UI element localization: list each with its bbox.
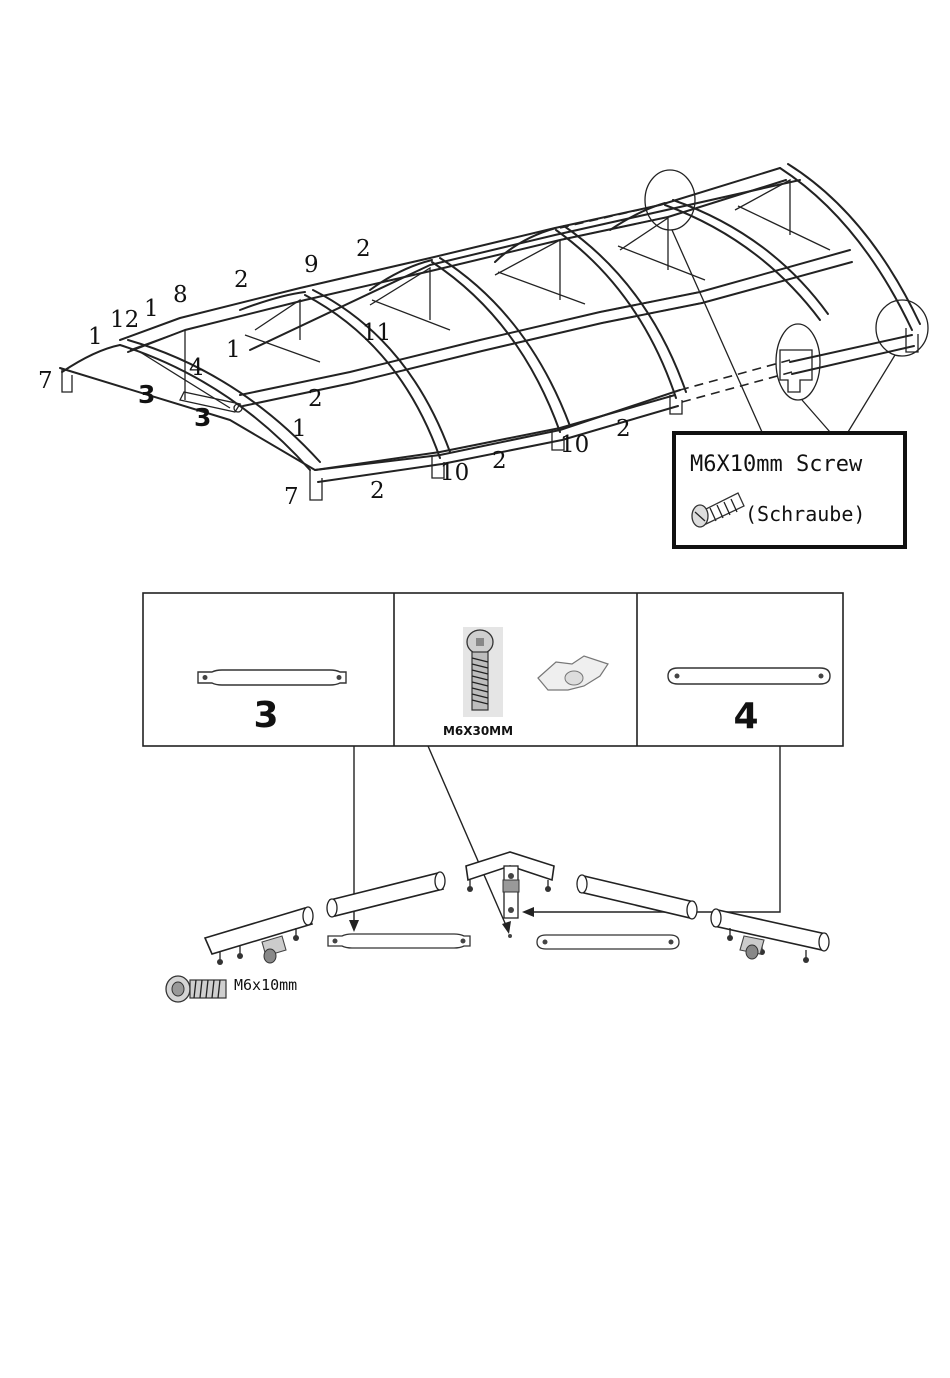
detail-brace-right <box>537 935 679 949</box>
frame-part-labels: 7 1 12 1 8 2 9 2 4 1 11 3 3 2 1 7 2 10 2… <box>38 236 631 510</box>
part-label: 10 <box>440 460 469 486</box>
part-label: 2 <box>356 236 371 262</box>
parts-table: 3 M6X30MM 4 <box>143 593 843 746</box>
detail-brace-left <box>328 934 470 948</box>
part-label: 2 <box>492 448 507 474</box>
part-label: 2 <box>370 478 385 504</box>
part-label: 2 <box>234 267 249 293</box>
part-label: 3 <box>138 380 155 409</box>
detail-view: M6x10mm <box>166 852 829 1002</box>
screw-callout-subtitle: (Schraube) <box>745 502 865 526</box>
parts-cell-label: M6X30MM <box>443 724 513 738</box>
callout-circle-ridge <box>645 170 695 230</box>
m6x10-screw-label: M6x10mm <box>234 976 297 994</box>
part-label: 1 <box>292 416 307 442</box>
assembly-arrows <box>349 746 780 934</box>
screw-callout-title: M6X10mm Screw <box>690 452 863 477</box>
screw-callout-box: M6X10mm Screw (Schraube) <box>674 433 905 547</box>
tube-left-upper <box>327 872 445 917</box>
rafter-4 <box>556 230 676 398</box>
part-label: 3 <box>194 403 211 432</box>
part-label: 1 <box>88 324 103 350</box>
part-label: 10 <box>560 432 589 458</box>
continuation-dashes <box>560 205 792 402</box>
part-label: 4 <box>189 355 204 381</box>
callout-leaders <box>672 230 895 432</box>
part-label: 12 <box>110 307 139 333</box>
rafter-6 <box>780 168 912 330</box>
part-label: 8 <box>173 282 188 308</box>
parts-cell-label: 3 <box>253 695 278 736</box>
tube-right-lower <box>711 909 829 963</box>
truss-braces <box>130 180 830 408</box>
parts-cell-label: 4 <box>733 696 758 737</box>
callout-circles <box>645 170 928 432</box>
part-label: 9 <box>304 252 319 278</box>
part-label: 7 <box>38 368 53 394</box>
ridge-tube <box>120 168 780 340</box>
part-label: 1 <box>226 337 241 363</box>
m6x10-screw-icon <box>166 976 226 1002</box>
part-label: 1 <box>144 296 159 322</box>
brace-plate-icon <box>198 670 346 685</box>
part-label: 7 <box>284 484 299 510</box>
brace-plate-icon <box>668 668 830 684</box>
part-label: 11 <box>362 320 391 346</box>
part-label: 2 <box>308 386 323 412</box>
purlin-upper <box>250 180 800 350</box>
tube-left-lower <box>205 907 313 965</box>
part-label: 2 <box>616 416 631 442</box>
rafter-5 <box>665 205 820 320</box>
